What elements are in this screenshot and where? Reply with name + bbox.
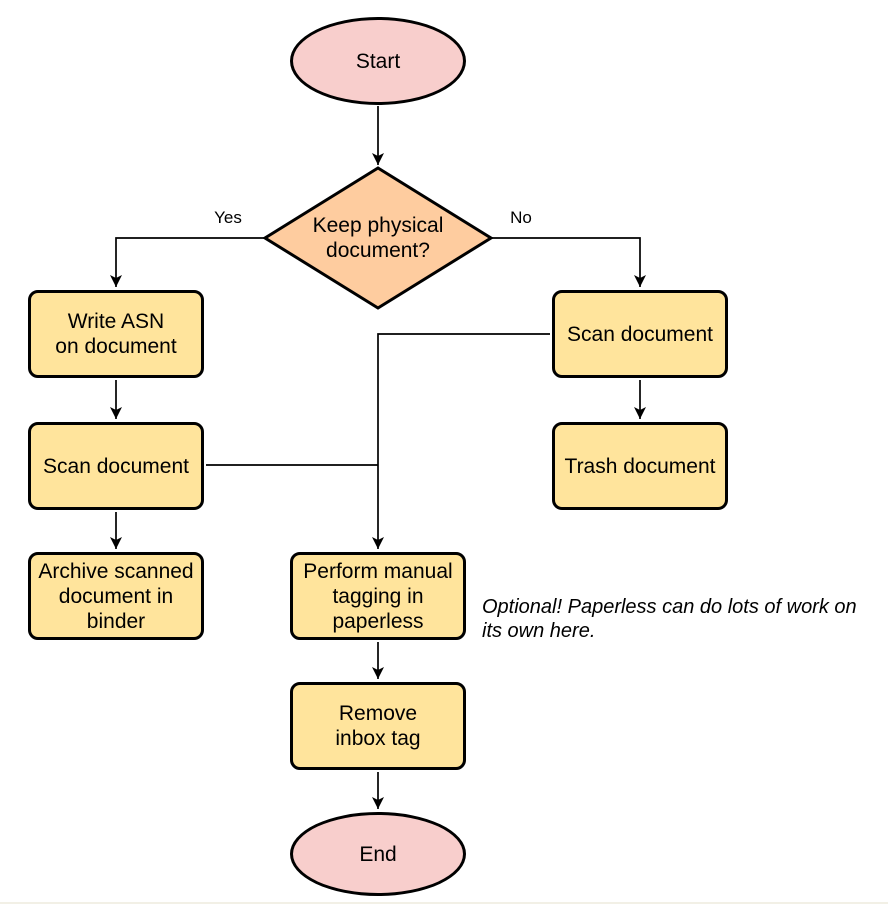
process-archive-scanned-document: Archive scanned document in binder [28, 552, 204, 640]
process-write-asn-on-document: Write ASN on document [28, 290, 204, 378]
decision-diamond-shape [262, 166, 494, 310]
edge-scan-right-to-perform-tagging [372, 333, 550, 549]
edge-label-yes: Yes [214, 208, 242, 227]
start-terminator: Start [290, 17, 466, 105]
edge-decision-no-to-scan-right [491, 237, 646, 287]
end-terminator: End [290, 812, 466, 896]
annotation-note: Optional! Paperless can do lots of work … [482, 596, 857, 642]
edge-label-no: No [510, 208, 532, 227]
page-bottom-edge-line [0, 902, 888, 904]
process-scan-document-right: Scan document [552, 290, 728, 378]
process-trash-document: Trash document [552, 422, 728, 510]
process-perform-manual-tagging: Perform manual tagging in paperless [290, 552, 466, 640]
process-scan-document-left: Scan document [28, 422, 204, 510]
process-remove-inbox-tag: Remove inbox tag [290, 682, 466, 770]
decision-keep-physical-document-label: Keep physical document? [312, 214, 444, 262]
edge-decision-yes-to-write-asn [110, 237, 265, 287]
